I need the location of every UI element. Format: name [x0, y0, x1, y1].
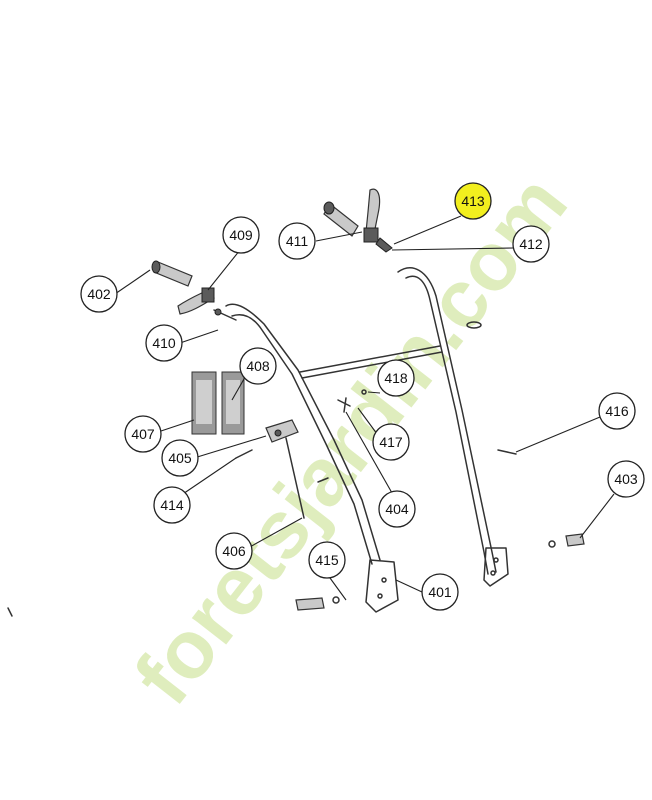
cable-bracket-part	[265, 419, 305, 519]
callout-417: 417	[372, 423, 410, 461]
callout-407: 407	[124, 415, 162, 453]
svg-text:414: 414	[160, 497, 184, 513]
callout-409: 409	[222, 216, 260, 254]
handle-frame-right	[397, 267, 509, 587]
svg-text:410: 410	[152, 335, 176, 351]
stray-mark	[7, 607, 13, 617]
knob-part	[466, 321, 482, 329]
svg-text:407: 407	[131, 426, 155, 442]
svg-text:415: 415	[315, 552, 339, 568]
svg-text:401: 401	[428, 584, 452, 600]
pin-part-416	[497, 449, 517, 455]
left-lever-part	[177, 287, 237, 321]
callout-415: 415	[308, 541, 346, 579]
callout-413: 413	[454, 182, 492, 220]
sticker-part	[191, 371, 245, 435]
bolt-part-418	[337, 397, 351, 413]
callout-401: 401	[421, 573, 459, 611]
svg-text:417: 417	[379, 434, 403, 450]
svg-text:418: 418	[384, 370, 408, 386]
svg-text:403: 403	[614, 471, 638, 487]
callout-405: 405	[161, 439, 199, 477]
callout-412: 412	[512, 225, 550, 263]
callout-408: 408	[239, 347, 277, 385]
bolt-part-415	[295, 597, 325, 611]
callout-410: 410	[145, 324, 183, 362]
svg-text:411: 411	[286, 233, 309, 249]
svg-text:406: 406	[222, 543, 246, 559]
svg-text:404: 404	[385, 501, 409, 517]
svg-text:409: 409	[229, 227, 253, 243]
left-grip-part	[151, 260, 193, 287]
callout-414: 414	[153, 486, 191, 524]
svg-text:405: 405	[168, 450, 192, 466]
leader-lines	[114, 215, 615, 601]
callout-411: 411	[278, 222, 316, 260]
handle-frame-left	[225, 303, 399, 613]
svg-text:408: 408	[246, 358, 270, 374]
spring-part	[317, 477, 329, 483]
washer-part-403	[548, 540, 556, 548]
callout-406: 406	[215, 532, 253, 570]
callout-418: 418	[377, 359, 415, 397]
svg-text:413: 413	[461, 193, 485, 209]
callout-402: 402	[80, 275, 118, 313]
callout-403: 403	[607, 460, 645, 498]
svg-text:412: 412	[519, 236, 543, 252]
washer-part	[361, 389, 367, 395]
right-grip-part	[323, 201, 359, 237]
callout-404: 404	[378, 490, 416, 528]
washer-part-415	[332, 596, 340, 604]
svg-text:402: 402	[87, 286, 111, 302]
right-lever-part	[363, 188, 393, 253]
bolt-part	[235, 449, 253, 459]
svg-text:416: 416	[605, 403, 629, 419]
callout-416: 416	[598, 392, 636, 430]
cross-bar	[299, 345, 443, 379]
nut-part-403	[565, 533, 585, 547]
